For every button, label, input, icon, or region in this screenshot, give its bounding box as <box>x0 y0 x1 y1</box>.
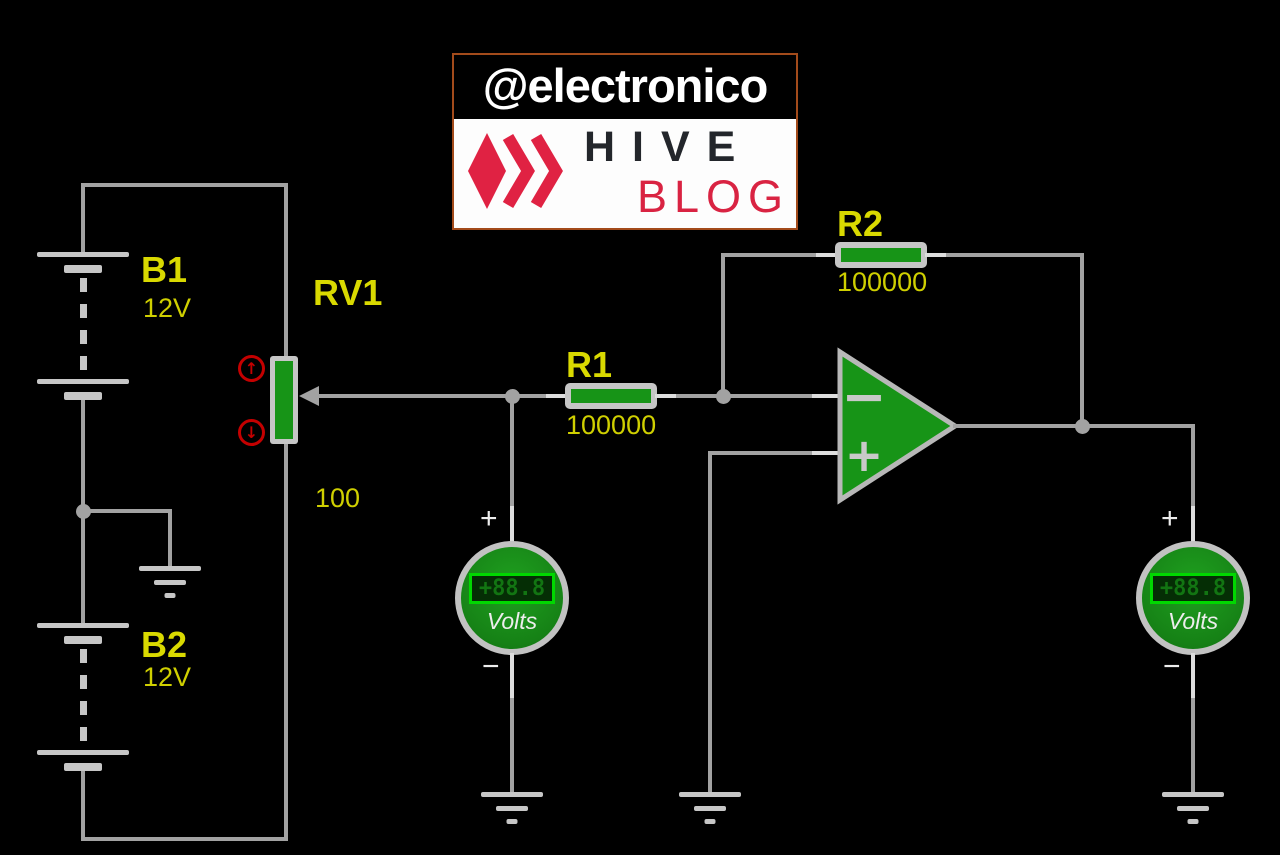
ground-symbol <box>481 792 543 825</box>
r1-ref-label: R1 <box>566 344 613 385</box>
pin-segment <box>925 253 946 257</box>
hive-wordmark: HIVE <box>584 123 753 171</box>
wire-segment <box>655 394 725 398</box>
wire-segment <box>721 253 837 257</box>
battery-plate <box>64 392 102 400</box>
voltmeter-plus-terminal-label: + <box>480 502 498 535</box>
opamp[interactable] <box>833 344 963 508</box>
wire-segment <box>510 698 514 795</box>
hive-logo-icon <box>468 133 563 209</box>
voltmeter-left-display: +88.8 <box>469 573 555 604</box>
rv1-value-label: 100 <box>315 483 361 513</box>
wire-segment <box>168 509 172 568</box>
battery-plate <box>64 763 102 771</box>
wiper-arrow-icon <box>299 386 319 406</box>
battery-cell-dash <box>80 649 87 750</box>
logo-banner: @electronico HIVE BLOG <box>452 53 798 230</box>
rv1-ref-label: RV1 <box>313 272 383 313</box>
b2-value-label: 12V <box>143 662 192 692</box>
ground-symbol <box>139 566 201 599</box>
r2-value-label: 100000 <box>837 267 928 297</box>
voltmeter-right-display: +88.8 <box>1150 573 1236 604</box>
wire-segment <box>83 509 172 513</box>
pin-segment <box>1191 506 1195 544</box>
wire-segment <box>953 424 1084 428</box>
voltmeter-minus-terminal-label: − <box>482 650 500 683</box>
wire-segment <box>708 451 712 795</box>
battery-b1[interactable] <box>37 252 129 402</box>
wire-segment <box>1084 424 1195 428</box>
battery-plate <box>37 623 129 628</box>
wire-segment <box>723 394 842 398</box>
wire-segment <box>81 769 85 841</box>
b1-value-label: 12V <box>143 293 192 323</box>
decrease-arrow-icon[interactable]: ↓ <box>238 419 265 446</box>
wire-segment <box>81 837 288 841</box>
pin-segment <box>812 394 842 398</box>
wire-segment <box>510 396 514 508</box>
pin-segment <box>546 394 567 398</box>
r2-ref-label: R2 <box>837 203 884 244</box>
battery-b2[interactable] <box>37 623 129 773</box>
voltmeter-left-unit: Volts <box>486 608 538 634</box>
wire-segment <box>721 253 725 398</box>
pin-segment <box>1191 653 1195 700</box>
battery-plate <box>37 379 129 384</box>
wire-segment <box>925 253 1082 257</box>
ground-symbol <box>679 792 741 825</box>
battery-plate <box>37 750 129 755</box>
wire-segment <box>1080 253 1084 428</box>
wire-segment <box>1191 424 1195 508</box>
r1-value-label: 100000 <box>566 410 657 440</box>
wire-segment <box>317 394 512 398</box>
potentiometer-rv1[interactable] <box>270 356 298 444</box>
opamp-noninverting-input-label: + <box>844 428 884 482</box>
battery-plate <box>64 636 102 644</box>
wire-segment <box>284 183 288 359</box>
pin-segment <box>655 394 676 398</box>
wire-segment <box>512 394 567 398</box>
resistor-r2[interactable] <box>835 242 927 268</box>
b2-ref-label: B2 <box>141 624 188 665</box>
logo-handle: @electronico <box>454 55 796 119</box>
voltmeter-right-unit: Volts <box>1167 608 1219 634</box>
pin-segment <box>510 506 514 544</box>
potentiometer-track <box>275 361 293 439</box>
battery-cell-dash <box>80 278 87 379</box>
resistor-r1[interactable] <box>565 383 657 409</box>
voltmeter-plus-terminal-label: + <box>1161 502 1179 535</box>
wire-segment <box>1191 698 1195 795</box>
junction-dot <box>1075 419 1090 434</box>
wire-segment <box>284 441 288 841</box>
pin-segment <box>812 451 842 455</box>
battery-plate <box>37 252 129 257</box>
blog-wordmark: BLOG <box>637 171 791 222</box>
wire-segment <box>708 451 842 455</box>
resistor-body-fill <box>841 248 921 262</box>
wire-segment <box>81 183 85 256</box>
increase-arrow-icon[interactable]: ↑ <box>238 355 265 382</box>
battery-plate <box>64 265 102 273</box>
wire-segment <box>81 183 288 187</box>
pin-segment <box>816 253 837 257</box>
opamp-inverting-input-label: − <box>841 365 887 428</box>
resistor-body-fill <box>571 389 651 403</box>
ground-symbol <box>1162 792 1224 825</box>
b1-ref-label: B1 <box>141 249 188 290</box>
voltmeter-minus-terminal-label: − <box>1163 650 1181 683</box>
pin-segment <box>510 653 514 700</box>
